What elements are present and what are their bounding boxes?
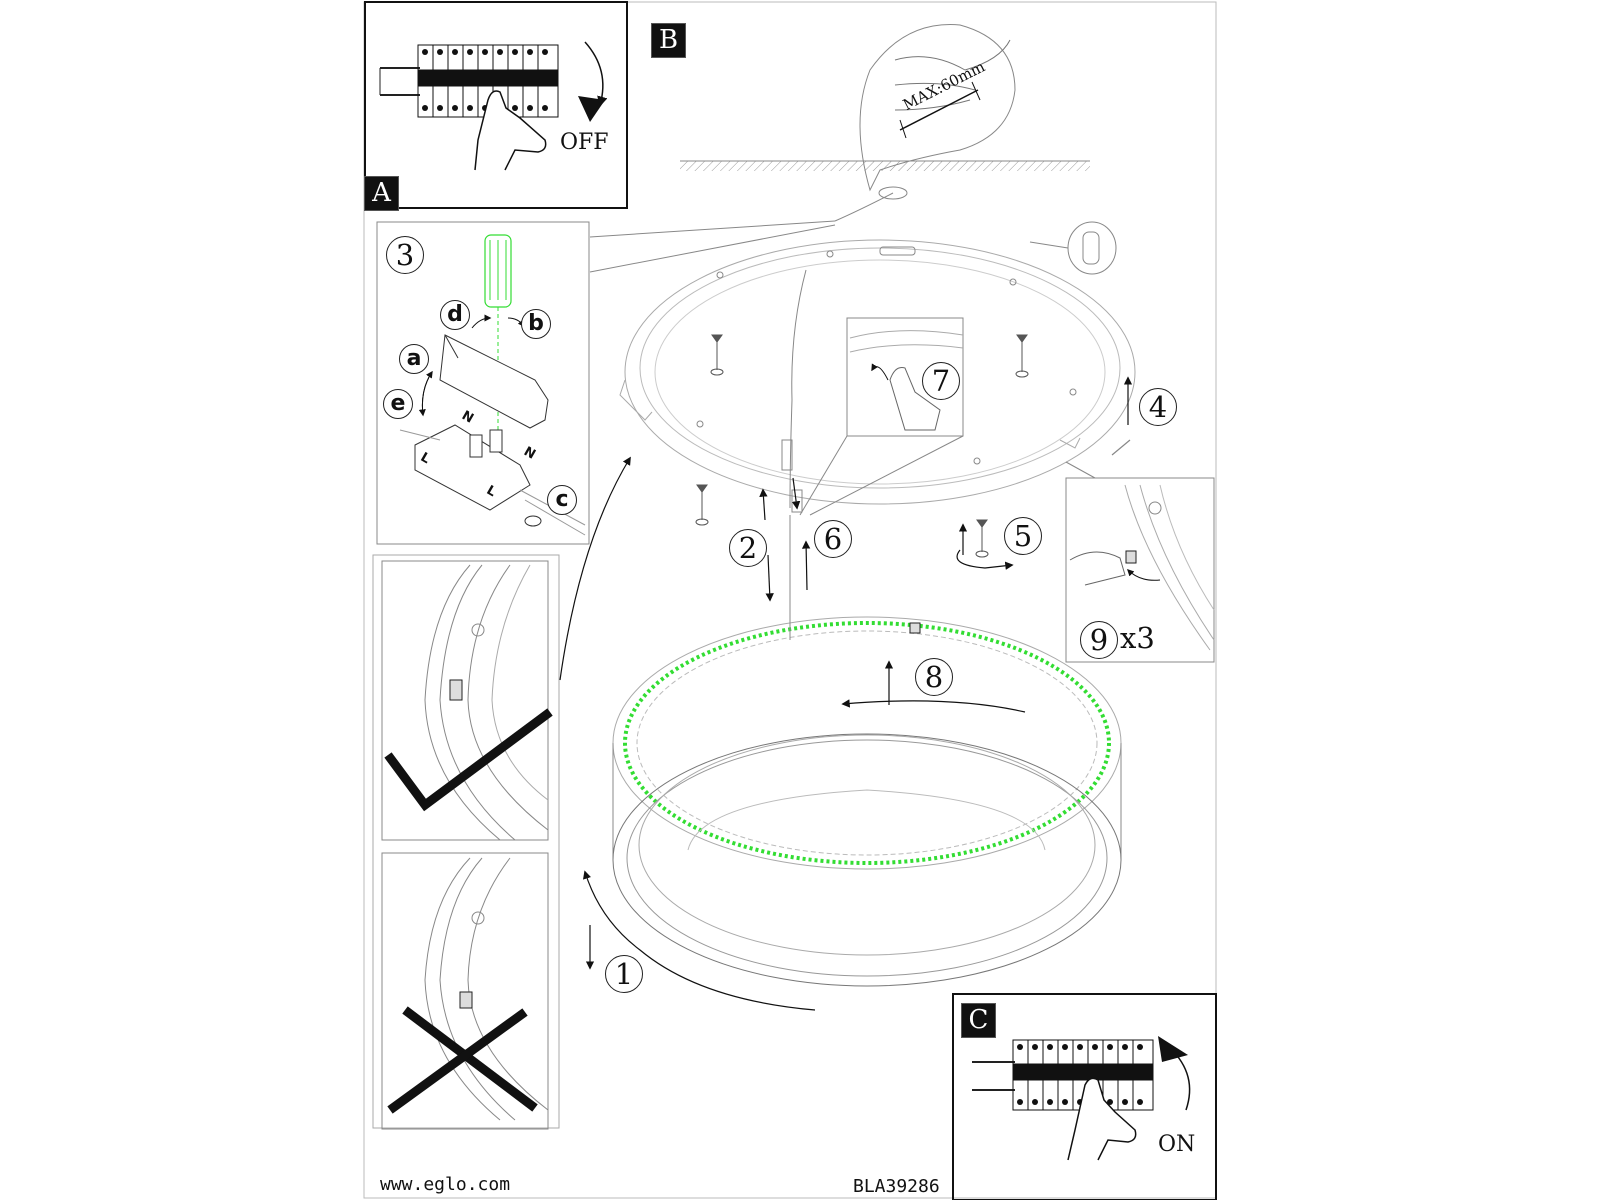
rotation-arrow-d bbox=[471, 314, 492, 329]
panel-c-breaker-on bbox=[952, 993, 1217, 1200]
panel-wrong-fit bbox=[381, 852, 549, 1130]
step-7-number: 7 bbox=[922, 362, 960, 400]
terminal-step-a: a bbox=[399, 344, 429, 374]
panel-a-badge: A bbox=[364, 176, 399, 211]
loose-screws bbox=[695, 484, 989, 558]
footer-website: www.eglo.com bbox=[380, 1174, 511, 1195]
footer-doc-code: BLA39286 bbox=[853, 1176, 940, 1197]
grub-screw-bad bbox=[459, 991, 473, 1009]
panel-c-badge: C bbox=[961, 1003, 996, 1038]
page-border bbox=[363, 1, 1217, 1199]
panel-7-inset bbox=[799, 317, 964, 516]
panel-b-ceiling bbox=[589, 24, 1090, 273]
ceiling-hole bbox=[878, 186, 908, 200]
wall-plug bbox=[1029, 221, 1117, 275]
step-9-multiplier: x3 bbox=[1120, 621, 1155, 655]
step-4-number: 4 bbox=[1139, 388, 1177, 426]
terminal-step-e: e bbox=[383, 389, 413, 419]
panel-correct-fit bbox=[372, 554, 560, 1129]
cross-mark-1 bbox=[402, 1006, 538, 1112]
step-6-number: 6 bbox=[814, 520, 852, 558]
step-1-number: 1 bbox=[605, 955, 643, 993]
grub-screw-ok bbox=[449, 679, 463, 701]
mounting-plate bbox=[619, 221, 1136, 513]
cable-wires bbox=[894, 39, 1011, 111]
hand-a bbox=[474, 90, 547, 171]
step-3-number: 3 bbox=[386, 236, 424, 274]
plate-screws bbox=[710, 334, 1029, 378]
terminal-step-c: c bbox=[547, 485, 577, 515]
cross-mark-2 bbox=[387, 1008, 528, 1114]
panel-a-off-caption: OFF bbox=[560, 130, 609, 155]
panel-a-breaker-off bbox=[364, 1, 628, 209]
panel-9-inset bbox=[1065, 461, 1215, 663]
step-8-number: 8 bbox=[915, 658, 953, 696]
power-cable bbox=[789, 269, 807, 509]
terminal-step-d: d bbox=[440, 300, 470, 330]
breaker-row-a bbox=[417, 44, 559, 118]
luminaire-body bbox=[612, 515, 1122, 987]
step-9-number: 9 bbox=[1080, 621, 1118, 659]
assembly-arrows bbox=[559, 376, 1133, 1011]
led-strip bbox=[623, 621, 1111, 865]
diffuser-rim bbox=[612, 733, 1122, 987]
panel-b-badge: B bbox=[651, 23, 686, 58]
cover-plate bbox=[439, 334, 549, 429]
max-length-bar bbox=[899, 89, 979, 131]
check-mark bbox=[384, 708, 553, 812]
hand-c bbox=[1067, 1077, 1137, 1161]
step-5-number: 5 bbox=[1004, 517, 1042, 555]
step-2-number: 2 bbox=[729, 529, 767, 567]
panel-3-terminal bbox=[376, 221, 590, 545]
terminal-step-b: b bbox=[521, 309, 551, 339]
panel-c-on-caption: ON bbox=[1158, 1132, 1196, 1157]
terminal-body bbox=[414, 424, 531, 511]
off-arrow bbox=[584, 41, 608, 108]
rotate-arrow-main bbox=[559, 456, 631, 681]
cable-bubble bbox=[859, 24, 1016, 192]
